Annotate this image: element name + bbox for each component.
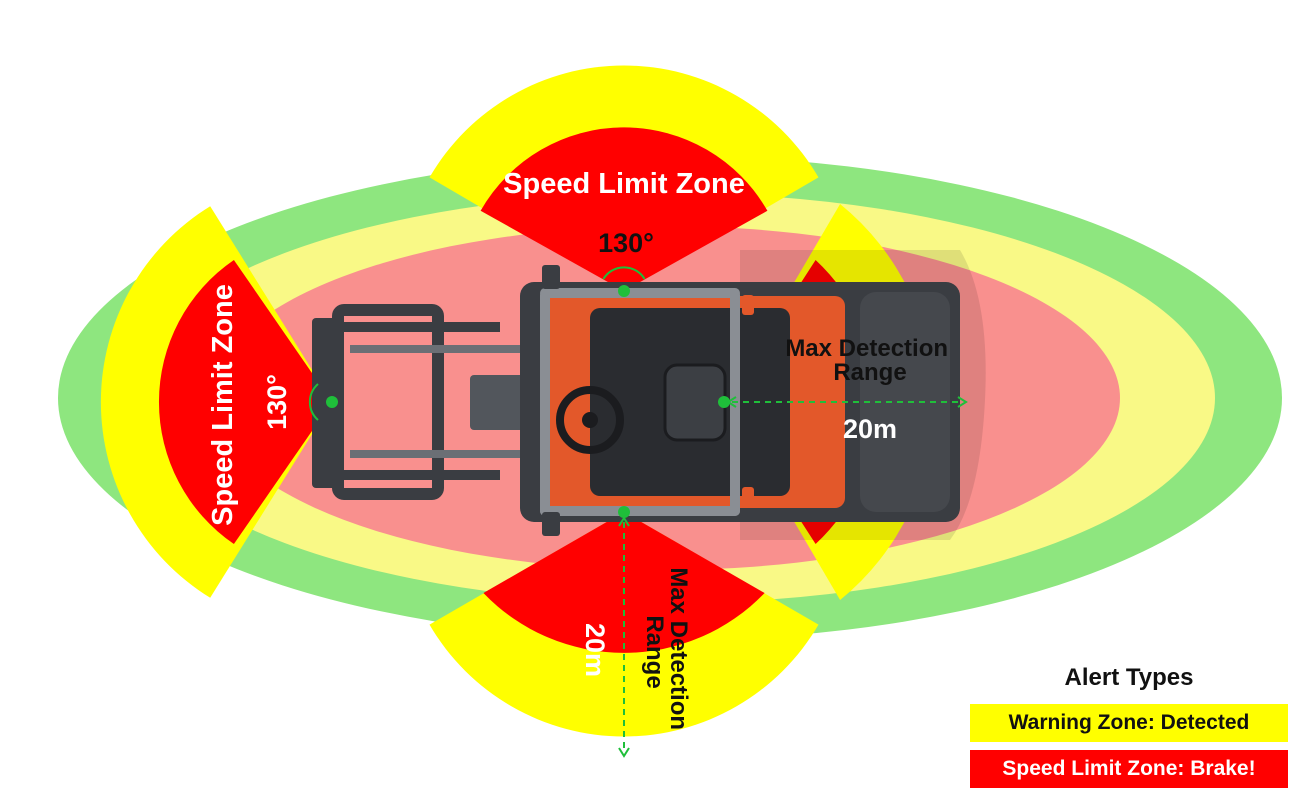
bottom-distance-label: 20m bbox=[580, 623, 610, 677]
left-speed-limit-sector bbox=[158, 260, 332, 544]
steering-wheel-hub bbox=[582, 412, 598, 428]
mast-rail-top bbox=[340, 322, 500, 332]
counterweight bbox=[860, 292, 950, 512]
bottom-range-label-line2: Range bbox=[641, 615, 668, 688]
bottom-range-label-line1: Max Detection bbox=[665, 567, 692, 730]
left-zone-label: Speed Limit Zone bbox=[207, 284, 239, 526]
operator-seat bbox=[663, 363, 727, 442]
left-sensor-zone bbox=[100, 206, 332, 598]
top-angle-arc bbox=[602, 266, 646, 280]
mast-chain-top bbox=[350, 345, 520, 353]
legend-speed-limit-zone: Speed Limit Zone: Brake! bbox=[970, 750, 1288, 788]
overhead-guard-bar-front bbox=[540, 290, 550, 516]
forklift-illustration bbox=[312, 250, 986, 540]
mast-rail-bottom bbox=[340, 470, 500, 480]
rear-light-top bbox=[742, 295, 754, 315]
overhead-guard-bar-bottom bbox=[540, 506, 740, 516]
top-angle-label: 130° bbox=[598, 228, 654, 258]
mast-chain-bottom bbox=[350, 450, 520, 458]
mirror-top bbox=[542, 265, 560, 289]
steering-wheel bbox=[556, 386, 624, 454]
mirror-bottom bbox=[542, 512, 560, 536]
left-angle-arc bbox=[308, 383, 319, 421]
right-range-label-line1: Max Detection bbox=[785, 335, 948, 362]
right-range-arrow bbox=[726, 396, 968, 408]
mast-center bbox=[470, 375, 530, 430]
sensor-top bbox=[618, 285, 630, 297]
bottom-range-label: Max Detection Range bbox=[641, 567, 692, 736]
right-range-label: Max Detection Range bbox=[785, 335, 954, 386]
top-sensor-zone bbox=[429, 65, 819, 292]
top-speed-limit-sector bbox=[480, 127, 768, 291]
legend-warning-zone: Warning Zone: Detected bbox=[970, 704, 1288, 742]
legend-title: Alert Types bbox=[1064, 664, 1194, 691]
right-range-label-line2: Range bbox=[833, 359, 906, 386]
alert-types-legend: Alert Types Warning Zone: Detected Speed… bbox=[970, 660, 1288, 788]
overhead-guard-bar-top bbox=[540, 288, 740, 298]
sensor-bottom bbox=[618, 506, 630, 518]
left-angle-label: 130° bbox=[262, 374, 292, 430]
right-distance-label: 20m bbox=[843, 414, 897, 444]
sensor-right bbox=[718, 396, 730, 408]
rear-light-bottom bbox=[742, 487, 754, 507]
top-zone-label: Speed Limit Zone bbox=[503, 168, 745, 200]
sensor-left bbox=[326, 396, 338, 408]
bottom-range-arrow bbox=[618, 516, 630, 758]
